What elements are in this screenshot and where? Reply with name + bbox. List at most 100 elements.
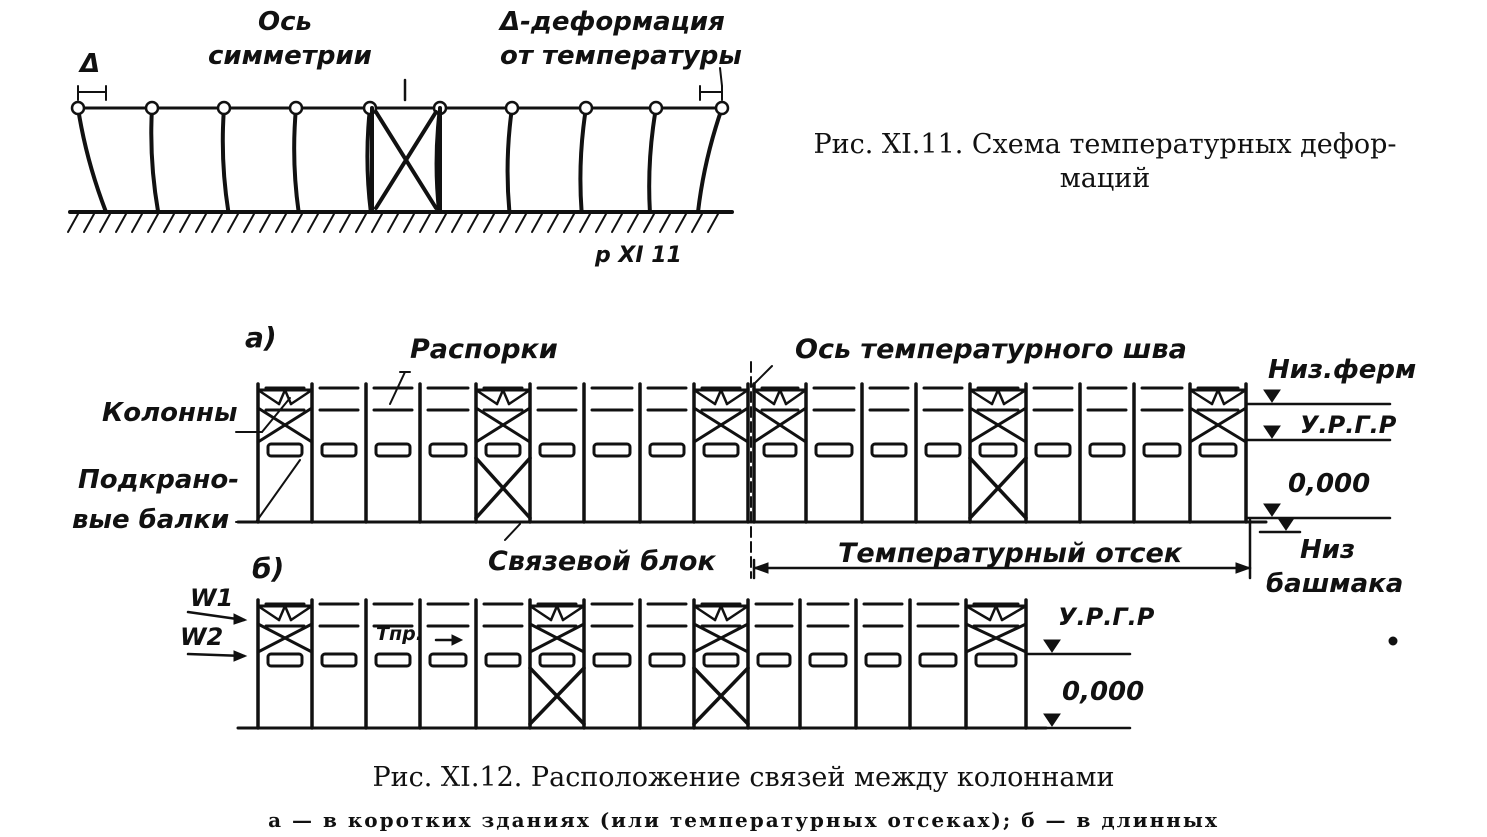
bracing-a-lower-2	[968, 456, 1028, 520]
symmetry-axis-label-2: симметрии	[208, 41, 372, 71]
frame-b-crane-beam	[428, 652, 468, 668]
dimension-arrowhead	[752, 562, 769, 574]
figure-12-caption: Рис. XI.12. Расположение связей между ко…	[372, 762, 1115, 793]
ground-hatch	[627, 213, 639, 233]
frame-a-right-crane-beam	[762, 442, 798, 458]
crane-beams-label-2: вые балки	[72, 505, 229, 535]
bracing-b-mid	[561, 604, 586, 622]
frame-b-crane-beam	[266, 652, 304, 668]
frame-b-crane-beam	[918, 652, 958, 668]
bracing-b-mid-2	[713, 604, 723, 622]
frame-a-right-crane-beam	[978, 442, 1018, 458]
crane-beam-leader	[255, 459, 301, 523]
temperature-block-label: Температурный отсек	[838, 538, 1183, 569]
frame-a-left-crane-beam	[374, 442, 412, 458]
bracing-b-end-2	[1000, 604, 1028, 622]
bracing-a-joint	[784, 388, 808, 406]
ground-hatch	[227, 213, 239, 233]
ground-hatch	[643, 213, 655, 233]
ground-hatch	[83, 213, 95, 233]
ground-hatch	[563, 213, 575, 233]
bracing-a-joint	[778, 388, 788, 406]
ground-hatch	[387, 213, 399, 233]
figure-11-caption-line-2: маций	[1059, 163, 1151, 194]
ground-hatch	[243, 213, 255, 233]
ground-hatch	[531, 213, 543, 233]
ground-hatch	[595, 213, 607, 233]
bracing-a-mid	[474, 388, 499, 406]
ground-hatch	[435, 213, 447, 233]
ground-hatch	[259, 213, 271, 233]
bracing-a-joint-left	[725, 388, 750, 406]
rail-level-b-marker	[1043, 639, 1061, 653]
bracing-b-end-2	[994, 604, 1004, 622]
bracing-a-mid	[495, 388, 505, 406]
bracing-a-end-2	[1210, 388, 1220, 406]
joint-axis-pointer	[751, 365, 773, 387]
figure-12-subcaption: а — в коротких зданиях (или температурны…	[268, 808, 1219, 832]
bracing-b-end-2	[988, 604, 998, 622]
bracing-a-mid-2	[990, 388, 1000, 406]
ground-hatch	[467, 213, 479, 233]
frame-a-left-crane-beam	[702, 442, 740, 458]
ground-hatch	[499, 213, 511, 233]
rail-level-label-b: У.Р.Г.Р	[1058, 603, 1155, 631]
braking-force-label: Tпр.	[376, 623, 423, 645]
bracing-a-lower	[474, 456, 532, 520]
bracing-a-joint	[772, 388, 782, 406]
frame-a-left-crane-beam	[484, 442, 522, 458]
ground-hatch	[147, 213, 159, 233]
frame-b-crane-beam	[538, 652, 576, 668]
bracing-a-end-2	[1188, 388, 1214, 406]
ground-hatch	[515, 213, 527, 233]
ground-hatch	[211, 213, 223, 233]
bracing-b-mid	[549, 604, 559, 622]
deformation-pointer	[719, 67, 723, 87]
bracing-b-mid	[528, 604, 553, 622]
bracing-a-end	[283, 388, 293, 406]
hinge-node	[216, 100, 232, 116]
ground-hatch	[611, 213, 623, 233]
truss-bottom-label: Низ.ферм	[1268, 355, 1416, 385]
shoe-bottom-level-marker	[1277, 517, 1295, 531]
rail-level-a-marker	[1263, 425, 1281, 439]
frame-a-left-crane-beam	[320, 442, 358, 458]
bracing-b-end	[256, 604, 281, 622]
columns-label: Колонны	[102, 398, 237, 428]
bracing-a-end-2	[1188, 406, 1248, 444]
delta-label: Δ	[78, 49, 100, 79]
expansion-joint-axis-label: Ось температурного шва	[795, 334, 1187, 365]
zero-level-label-b: 0,000	[1062, 677, 1144, 707]
frame-b-crane-beam	[484, 652, 522, 668]
frame-a-right-crane-beam	[1088, 442, 1126, 458]
ground-hatch	[99, 213, 111, 233]
bracing-a-mid-2	[1002, 388, 1028, 406]
ground-hatch	[339, 213, 351, 233]
bracing-a-mid	[501, 388, 511, 406]
bracing-a-joint-left	[692, 406, 750, 444]
deformation-label-2: от температуры	[500, 41, 742, 71]
frame-b-crane-beam	[974, 652, 1018, 668]
hinge-node	[648, 100, 664, 116]
bracing-b-end	[277, 604, 287, 622]
bracing-a-joint-left	[692, 388, 717, 406]
frame-b-crane-beam	[592, 652, 632, 668]
ground-hatch	[179, 213, 191, 233]
bracing-b-mid-2	[692, 622, 750, 654]
strut-pointer	[389, 371, 406, 405]
bracing-b-lower	[528, 666, 586, 726]
bracing-a-mid-2	[996, 388, 1006, 406]
shoe-bottom-label-1: Низ	[1300, 535, 1355, 565]
ground-hatch	[131, 213, 143, 233]
bracing-block-label: Связевой блок	[488, 546, 716, 577]
stray-dot	[1388, 636, 1398, 646]
bracing-a-mid	[507, 388, 532, 406]
rail-level-label-a: У.Р.Г.Р	[1300, 411, 1397, 439]
deformed-column	[578, 106, 588, 214]
bracing-a-joint-left	[719, 388, 729, 406]
frame-b-crane-beam	[648, 652, 686, 668]
hinge-node	[578, 100, 594, 116]
figure-11-caption: Рис. XI.11. Схема температурных дефор- м…	[760, 128, 1450, 196]
hinge-node	[70, 100, 86, 116]
